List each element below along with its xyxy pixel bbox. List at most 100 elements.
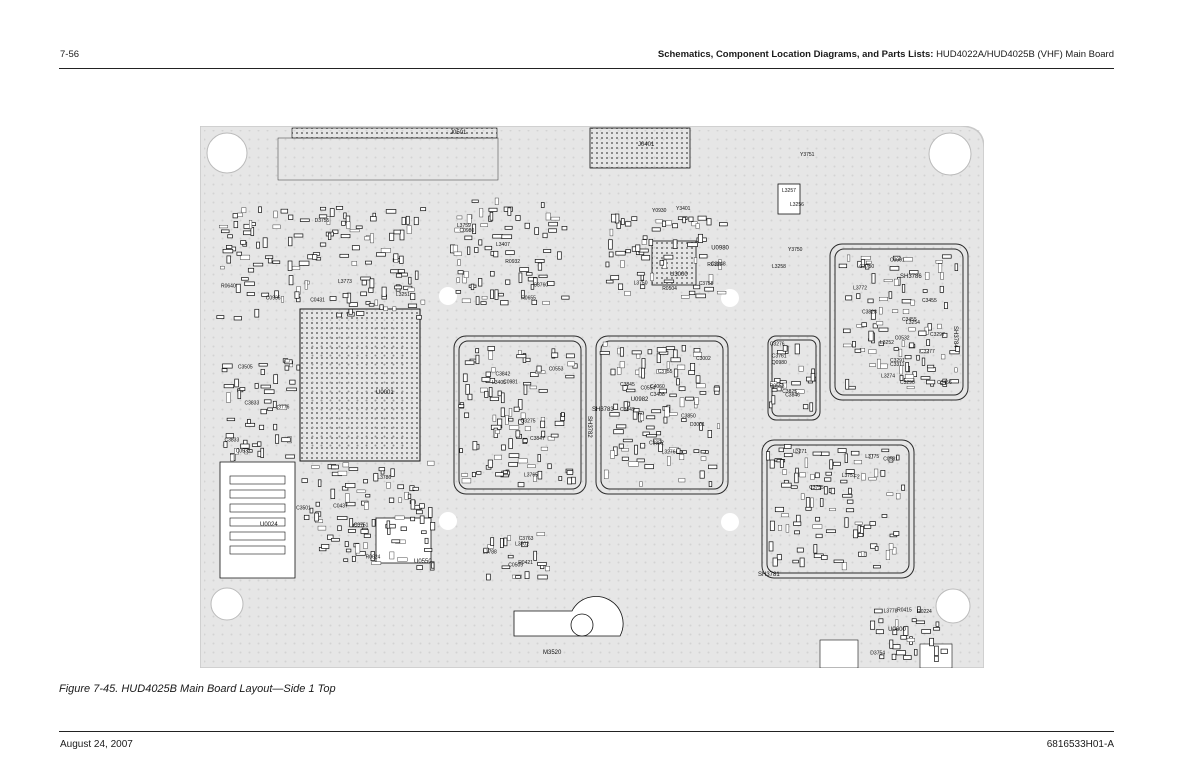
ref-designator: C0437 <box>333 504 348 510</box>
ref-designator: D3754 <box>870 650 885 656</box>
ref-designator: C3845 <box>620 382 635 388</box>
ref-designator: J0401 <box>638 142 655 148</box>
ref-designator: C3501 <box>296 506 311 512</box>
ref-designator: L3274 <box>881 374 895 380</box>
header-title-bold: Schematics, Component Location Diagrams,… <box>657 49 934 60</box>
ref-designator: C3455 <box>922 298 937 304</box>
ref-designator: C3751 <box>354 522 369 528</box>
ref-designator: U0550 <box>414 559 432 565</box>
ref-designator: L3786 <box>377 475 391 481</box>
ref-designator: L3407 <box>496 242 510 248</box>
ref-designator: Q0980 <box>772 360 787 366</box>
header-rule <box>59 68 1114 69</box>
ref-designator: C3846 <box>785 393 800 399</box>
ref-designator: C0431 <box>310 297 325 303</box>
ref-designator: L3251 <box>396 292 410 298</box>
ref-designator: L3751 <box>842 473 856 479</box>
ref-designator: D3001 <box>690 422 705 428</box>
ref-designator: C0531 <box>883 456 898 462</box>
board-components <box>216 197 960 662</box>
ref-designator: C3455 <box>902 317 917 323</box>
ref-designator: C3291 <box>890 358 905 364</box>
ref-designator: C3760 <box>533 283 548 289</box>
ref-designator: C3456 <box>937 380 952 386</box>
ref-designator: C4060 <box>650 384 665 390</box>
ref-designator: R0553 <box>770 384 785 390</box>
ref-designator: C3755 <box>809 485 824 491</box>
ref-designator: L3254 <box>906 320 920 326</box>
ref-designator: L3775 <box>865 454 879 460</box>
page-header-title: Schematics, Component Location Diagrams,… <box>658 49 1114 60</box>
ref-designator: R0504 <box>662 286 677 292</box>
header-title-rest: HUD4022A/HUD4025B (VHF) Main Board <box>936 49 1114 60</box>
ref-designator: Y3750 <box>788 247 803 253</box>
ref-designator: R0224 <box>917 609 932 615</box>
ref-designator: C3408 <box>650 392 665 398</box>
ref-designator: C0509 <box>508 563 523 569</box>
ref-designator: C3290 <box>900 380 915 386</box>
ref-designator: R0655 <box>521 295 536 301</box>
ref-designator: R0415 <box>897 607 912 613</box>
ref-designator: C0553 <box>549 366 564 372</box>
ref-designator: C3825 <box>782 389 797 395</box>
ref-designator: C3276 <box>770 341 785 347</box>
ref-designator: R0640 <box>221 283 236 289</box>
ref-designator: C0533 <box>236 448 251 454</box>
ref-designator: C3297 <box>930 332 945 338</box>
ref-designator: L3405 <box>492 380 506 386</box>
figure-caption: Figure 7-45. HUD4025B Main Board Layout—… <box>59 683 336 695</box>
footer-date: August 24, 2007 <box>60 739 133 750</box>
ref-designator: Y0930 <box>652 208 667 214</box>
page-number: 7-56 <box>60 49 80 60</box>
ref-designator: C3848 <box>711 261 726 267</box>
ref-designator: C0532 <box>895 336 910 342</box>
ref-designator: L3773 <box>338 279 352 285</box>
ref-designator: L3776 <box>276 405 290 411</box>
ref-designator: F2 <box>854 475 860 481</box>
ref-designator: L3750 <box>634 281 648 287</box>
ref-designator: C0554 <box>641 385 656 391</box>
ref-designator: Q3275 <box>521 418 536 424</box>
ref-designator: U0980 <box>711 246 729 252</box>
ref-designator: C3755 <box>658 369 673 375</box>
ref-designator: C3758 <box>699 281 714 287</box>
ref-designator: U0024 <box>260 522 278 528</box>
ref-designator: SH3786 <box>900 274 922 280</box>
ref-designator: C0936 <box>266 295 281 301</box>
ref-designator: U0982 <box>631 397 649 403</box>
ref-designator: C3761 <box>772 353 787 359</box>
footer-doc-number: 6816533H01-A <box>1046 739 1114 750</box>
ref-designator: SH3783 <box>592 407 614 413</box>
ref-designator: C3842 <box>496 371 511 377</box>
ref-designator: L3276 <box>662 450 676 456</box>
ref-designator: L3772 <box>853 285 867 291</box>
ref-designator: L3257 <box>782 188 796 194</box>
ref-designator: C3833 <box>225 438 240 444</box>
ref-designator: L3258 <box>772 264 786 270</box>
ref-designator: R0131 <box>707 262 722 268</box>
ref-designator: C3750 <box>859 264 874 270</box>
ref-designator: U0001 <box>376 390 394 396</box>
ref-designator: R0932 <box>505 259 520 265</box>
ref-designator: C3002 <box>696 356 711 362</box>
ref-designator: C3847 <box>530 436 545 442</box>
board-reference-designators: J0401J0501U0001U0550U3000U0024M3520SH378… <box>221 130 958 656</box>
ref-designator: SH3781 <box>758 572 780 578</box>
ref-designator: Y3751 <box>800 152 815 158</box>
ref-designator: C3833 <box>245 400 260 406</box>
footer-rule <box>59 731 1114 732</box>
ref-designator: U0600 <box>888 627 906 633</box>
ref-designator: Y3401 <box>676 206 691 212</box>
ref-designator: L3252 <box>880 340 894 346</box>
ref-designator: L3502 <box>515 542 529 548</box>
ref-designator: C0981 <box>503 380 518 386</box>
ref-designator: L3765 <box>524 473 538 479</box>
ref-designator: C3311 <box>890 362 905 368</box>
ref-designator: R0624 <box>366 555 381 561</box>
ref-designator: C0991 <box>890 257 905 263</box>
ref-designator: L3759 <box>457 223 471 229</box>
ref-designator: SH3784 <box>952 326 958 348</box>
ref-designator: C0980 <box>460 228 475 234</box>
board-outline-and-shields <box>200 126 984 668</box>
